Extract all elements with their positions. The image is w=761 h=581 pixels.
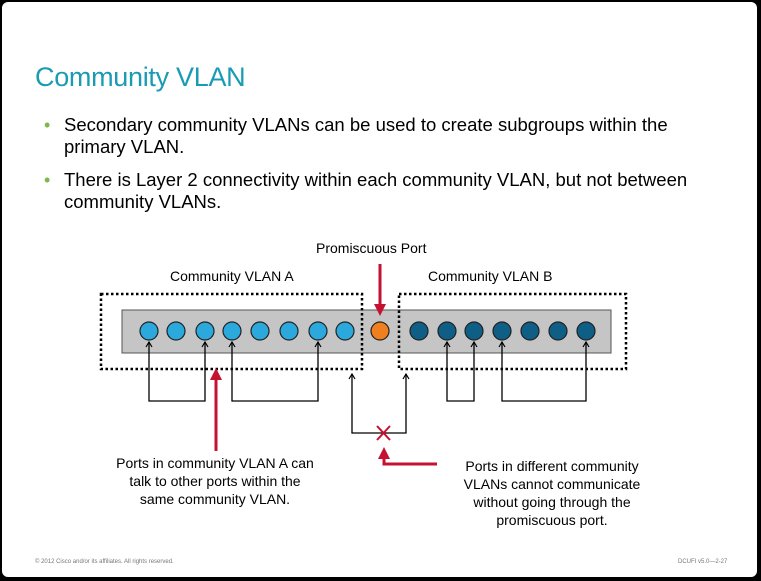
vlan-a-link-2 [231,342,319,402]
caption-cross-vlan: Ports in different community VLANs canno… [427,457,677,529]
link-arrowhead-icon [443,340,451,348]
bullet-text: There is Layer 2 connectivity within eac… [64,169,688,212]
caption-line: VLANs cannot communicate [463,476,641,492]
community-a-port [250,321,270,341]
caption-line: without going through the [473,494,631,510]
link-arrowhead-icon [470,340,478,348]
community-b-port [520,321,540,341]
link-arrowhead-icon [314,340,322,348]
bullet-list: • Secondary community VLANs can be used t… [44,114,734,224]
bullet-text: Secondary community VLANs can be used to… [64,114,668,157]
cross-vlan-link [351,374,407,434]
vlan-b-link-1 [446,342,475,402]
community-b-port [437,321,457,341]
community-a-port [335,321,355,341]
link-arrowhead-icon [582,340,590,348]
blocked-x-icon [376,425,391,441]
community-a-port [139,321,159,341]
community-a-port [222,321,242,341]
vlan-a-link-1 [148,342,206,402]
bullet-item: • There is Layer 2 connectivity within ea… [44,169,734,213]
community-b-port [464,321,484,341]
vlan-a-callout-arrow [210,368,222,451]
community-a-port [195,321,215,341]
caption-line: same community VLAN. [139,491,291,507]
community-b-port [576,321,596,341]
link-arrowhead-icon [348,372,356,380]
bullet-dot-icon: • [44,115,51,135]
community-vlan-b-label: Community VLAN B [428,268,553,284]
link-arrowhead-icon [228,340,236,348]
promiscuous-arrow [374,264,386,316]
bullet-dot-icon: • [44,170,51,190]
page-footer: DCUFI v5.0—2-27 [678,559,728,565]
link-arrowhead-icon [498,340,506,348]
caption-line: promiscuous port. [496,512,608,528]
link-arrowhead-icon [145,340,153,348]
vlan-b-link-2 [501,342,587,402]
link-arrowhead-icon [201,340,209,348]
caption-line: talk to other ports within the [129,473,301,489]
community-a-port [279,321,299,341]
slide-title: Community VLAN [35,62,246,92]
caption-line: Ports in community VLAN A can [116,455,314,471]
cross-vlan-callout-arrow [378,447,437,466]
caption-line: Ports in different community [465,458,639,474]
community-vlan-b-box [397,292,628,371]
caption-vlan-a: Ports in community VLAN A can talk to ot… [90,454,340,508]
community-a-port [308,321,328,341]
community-b-port [409,321,429,341]
community-b-port [492,321,512,341]
community-vlan-a-label: Community VLAN A [170,268,294,284]
community-b-port [548,321,568,341]
promiscuous-port-label: Promiscuous Port [316,240,427,256]
promiscuous-port [370,321,390,341]
community-a-port [166,321,186,341]
copyright-footer: © 2012 Cisco and/or its affiliates. All … [35,559,174,565]
link-arrowhead-icon [402,372,410,380]
bullet-item: • Secondary community VLANs can be used t… [44,114,734,158]
